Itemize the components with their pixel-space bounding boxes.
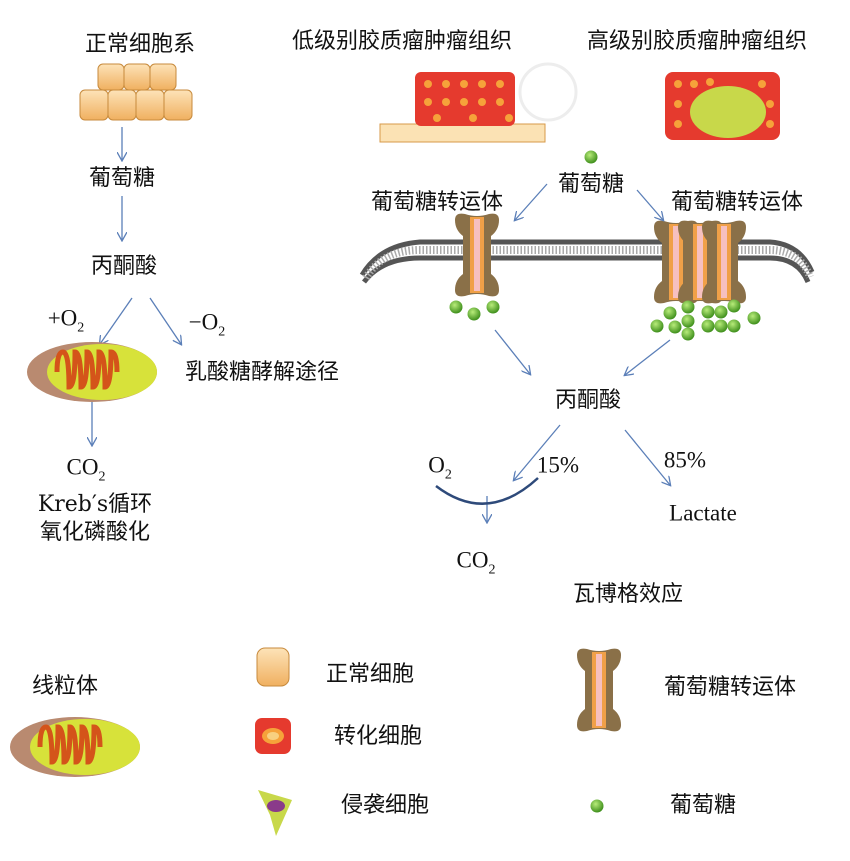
plus-oxygen-label: +O2: [47, 305, 85, 336]
legend-invasive-cell-icon: [258, 790, 292, 836]
normal-cell-line-title: 正常细胞系: [84, 32, 196, 57]
co2-label: CO2: [66, 454, 106, 485]
legend-invasive-cell-label: 侵袭细胞: [340, 793, 430, 818]
high-grade-tissue: [665, 72, 780, 140]
arrow-anaerobic: [149, 297, 181, 344]
arrow-low-to-pyruvate: [494, 329, 530, 374]
normal-cell-stack: [79, 63, 193, 121]
legend-glucose-label: 葡萄糖: [669, 793, 737, 818]
warburg-effect-label: 瓦博格效应: [572, 582, 684, 607]
co2-label-right: CO2: [456, 547, 496, 578]
glucose-molecule: [584, 150, 598, 164]
krebs-cycle-label: Kreb′s循环: [37, 492, 153, 517]
legend-glucose-icon: [590, 799, 604, 813]
arrow-aerobic: [100, 297, 133, 344]
arrow-pyruvate-oxidative: [514, 424, 561, 480]
glycolysis-label: 乳酸糖酵解途径: [184, 360, 340, 385]
glucose-label-right: 葡萄糖: [557, 172, 625, 197]
mitochondrion-icon: [27, 342, 157, 402]
watermark: [518, 62, 578, 122]
arrow-glucose-to-transporter-right: [636, 189, 663, 220]
pyruvate-label-right: 丙酮酸: [554, 388, 622, 413]
arrow-glucose-to-transporter-left: [515, 183, 548, 220]
legend-normal-cell-icon: [256, 647, 290, 687]
oxidative-phosphorylation-label: 氧化磷酸化: [39, 520, 151, 545]
oxidative-percent: 15%: [536, 452, 580, 478]
legend-mitochondria-label: 线粒体: [31, 674, 99, 699]
high-grade-glioma-title: 高级别胶质瘤肿瘤组织: [586, 29, 808, 54]
arrow-high-to-pyruvate: [625, 339, 671, 375]
oxygen-consumption-arc: [435, 477, 539, 505]
glucose-molecules-high: [650, 299, 761, 341]
glucose-label: 葡萄糖: [88, 166, 156, 191]
arrow-pyruvate-lactate: [624, 429, 670, 485]
legend-transformed-cell-label: 转化细胞: [333, 724, 423, 749]
lactate-label: Lactate: [669, 500, 737, 526]
cell-membrane: [359, 239, 815, 284]
glucose-molecules-low: [449, 300, 500, 321]
low-grade-glioma-title: 低级别胶质瘤肿瘤组织: [291, 29, 513, 54]
glucose-transporter-low: [455, 213, 499, 297]
legend-transporter-icon: [577, 648, 621, 732]
transporter-label-left: 葡萄糖转运体: [370, 190, 504, 215]
pyruvate-label: 丙酮酸: [90, 254, 158, 279]
transporter-label-right: 葡萄糖转运体: [670, 190, 804, 215]
legend-transformed-cell-icon: [255, 718, 291, 754]
legend-transporter-label: 葡萄糖转运体: [663, 675, 797, 700]
glucose-transporter-cluster-high: [654, 220, 746, 304]
oxygen-label: O2: [428, 452, 452, 483]
legend-mitochondrion-icon: [10, 717, 140, 777]
lactate-percent: 85%: [663, 447, 707, 473]
low-grade-tissue: [379, 72, 546, 143]
minus-oxygen-label: −O2: [188, 309, 226, 340]
legend-normal-cell-label: 正常细胞: [325, 662, 415, 687]
